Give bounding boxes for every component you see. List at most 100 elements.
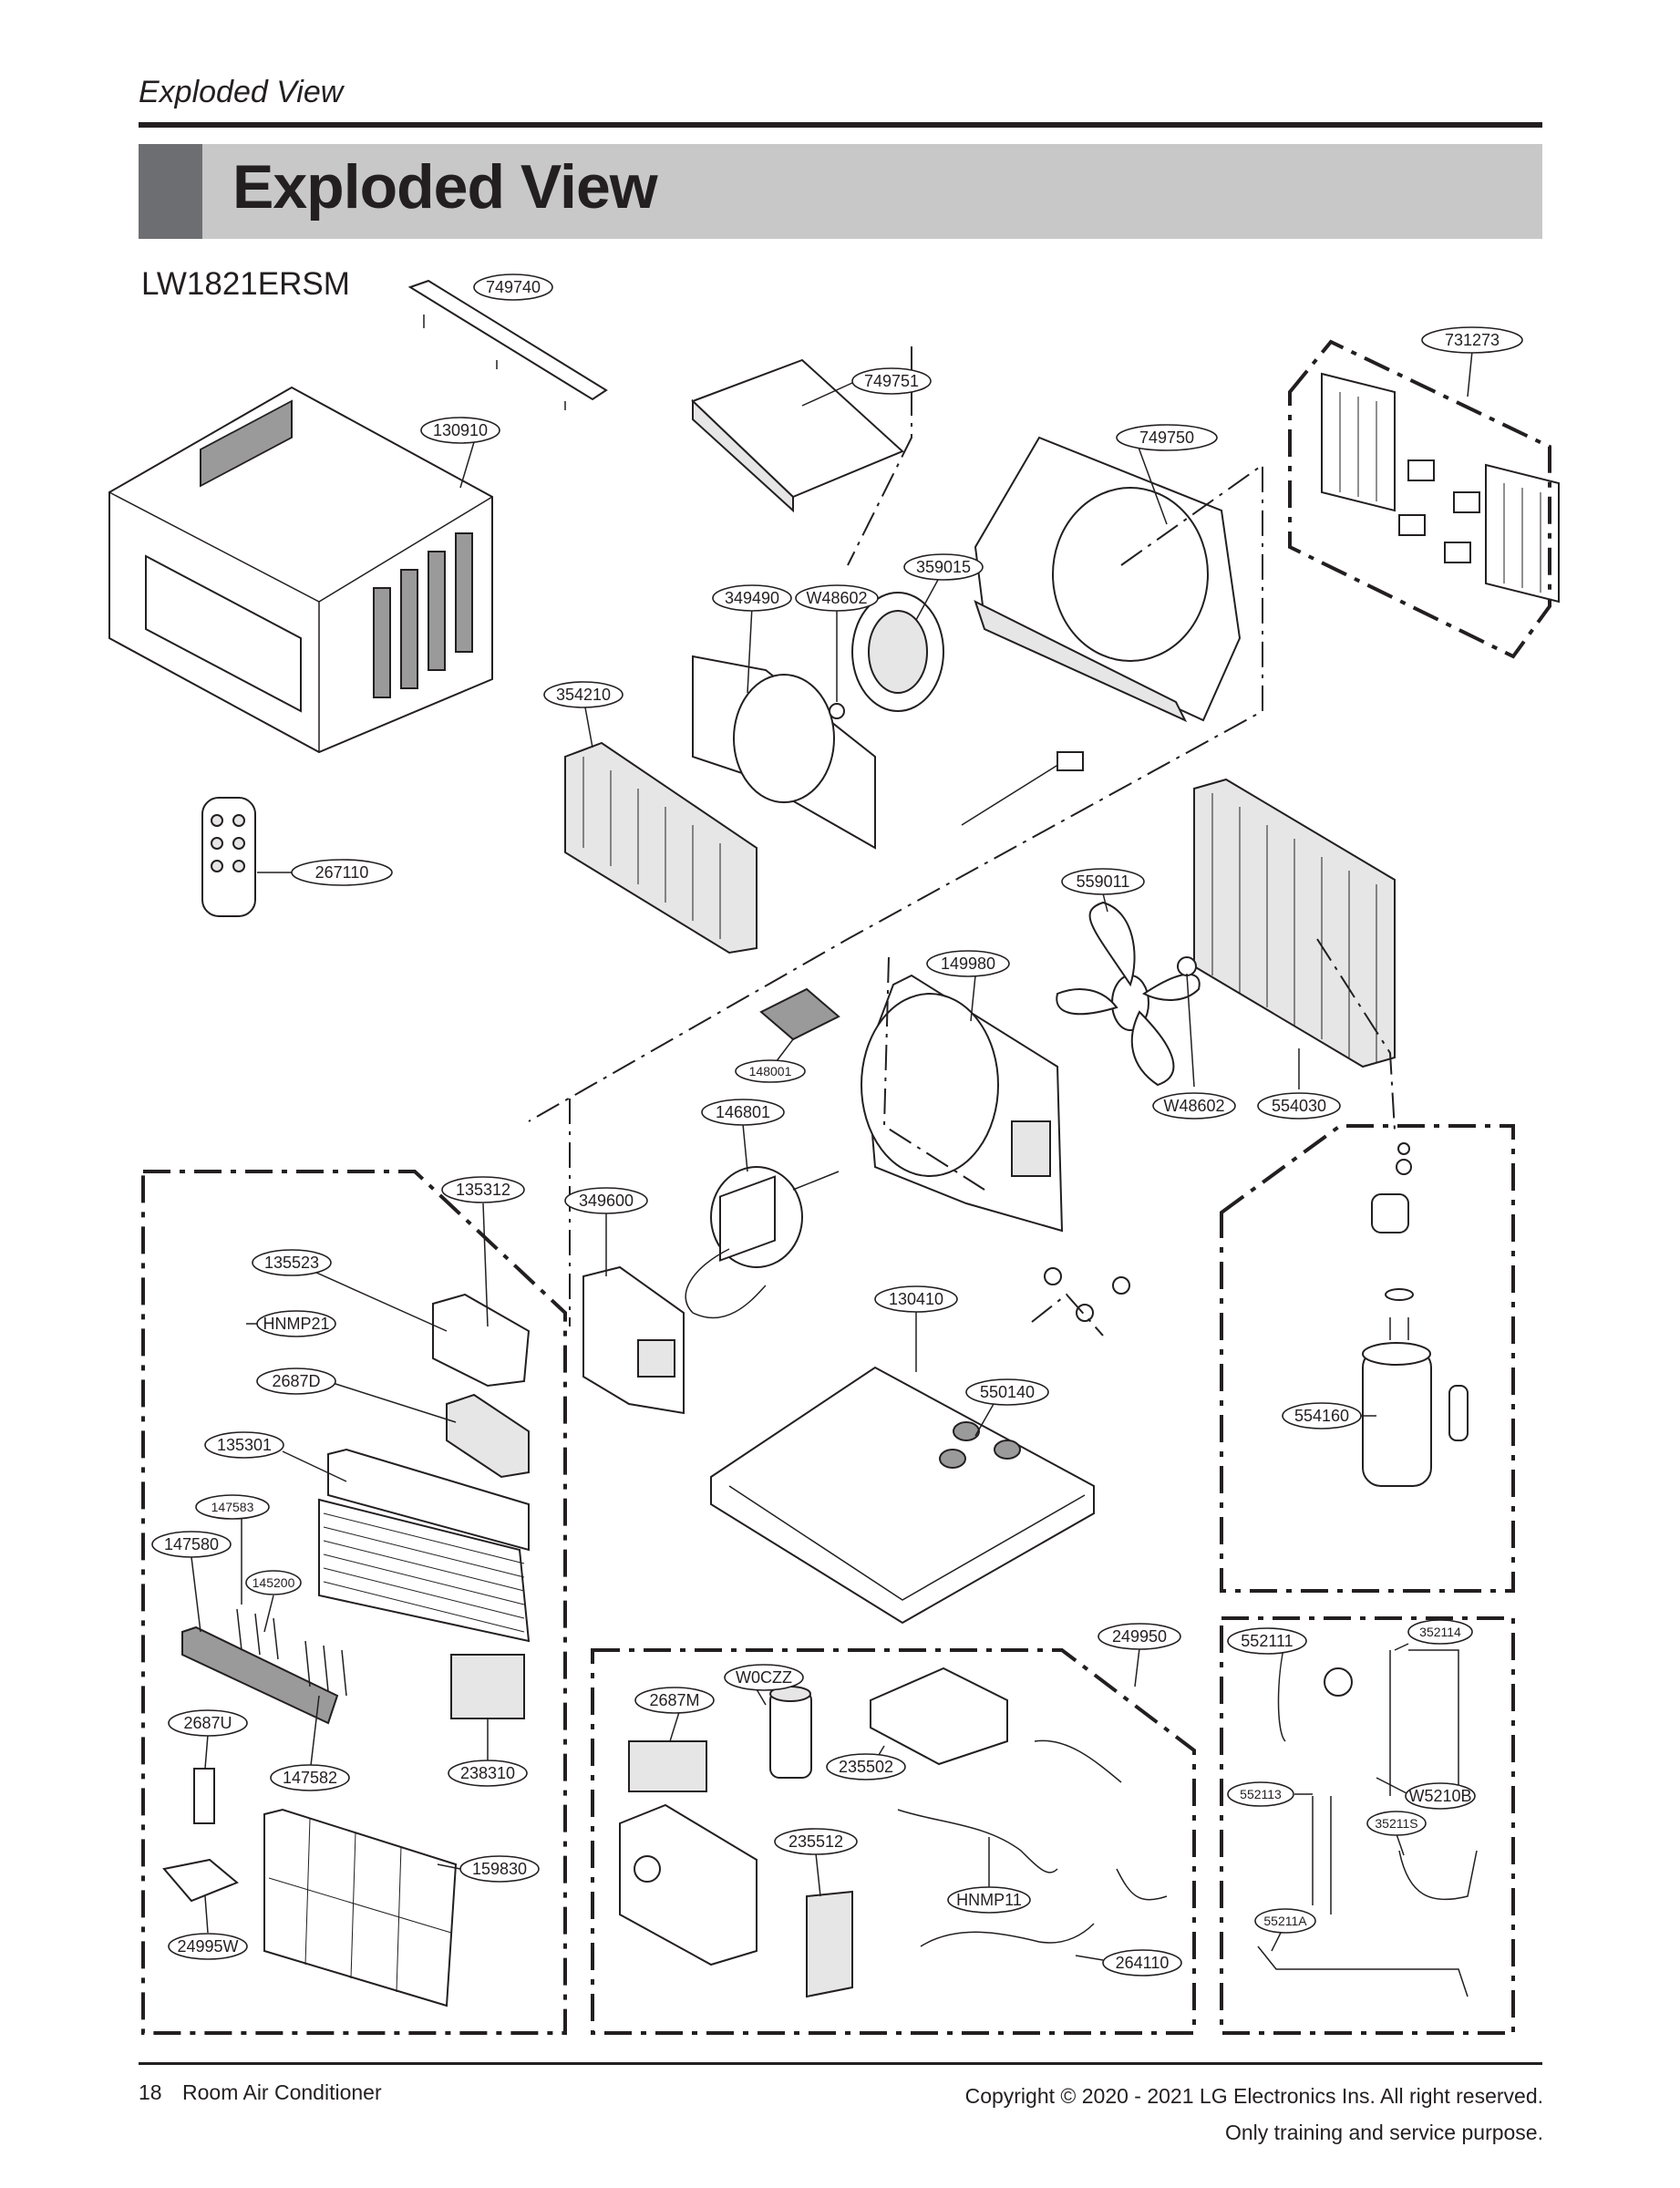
callout-w48602-lower: W48602 <box>1152 1092 1236 1120</box>
electrical-group-box <box>591 1648 1196 2035</box>
callout-349490: 349490 <box>712 584 792 612</box>
callout-w5210b-text: W5210B <box>1408 1787 1471 1805</box>
callout-2687d: 2687D <box>256 1368 336 1395</box>
assembly-guide-lines <box>528 339 1551 1337</box>
callout-267110-text: 267110 <box>315 863 369 882</box>
callout-352114-text: 352114 <box>1419 1625 1461 1639</box>
callout-135523: 135523 <box>252 1249 332 1276</box>
callout-264110: 264110 <box>1102 1949 1182 1976</box>
propeller-fan <box>1056 901 1201 1087</box>
callout-146801: 146801 <box>701 1099 785 1126</box>
callout-147582: 147582 <box>270 1764 350 1791</box>
callout-147583-text: 147583 <box>211 1500 254 1514</box>
compressor-group-box <box>1220 1124 1515 1593</box>
running-head-title: Exploded View <box>139 75 344 109</box>
callout-552113: 552113 <box>1227 1781 1294 1807</box>
callout-554030: 554030 <box>1257 1092 1341 1120</box>
copyright-notice: Copyright © 2020 - 2021 LG Electronics I… <box>964 2084 1543 2108</box>
callout-55211a: 55211A <box>1254 1908 1316 1934</box>
parts-artwork <box>108 279 1560 2007</box>
title-banner-tab <box>139 144 202 239</box>
callout-24995w: 24995W <box>168 1933 248 1960</box>
control-group-box <box>141 1170 567 2035</box>
callout-w48602-upper: W48602 <box>795 584 879 612</box>
callout-2687m: 2687M <box>634 1687 715 1714</box>
callout-550140: 550140 <box>965 1378 1049 1406</box>
callout-554160: 554160 <box>1282 1402 1362 1429</box>
callout-552111: 552111 <box>1227 1627 1307 1655</box>
callout-2687u-text: 2687U <box>183 1714 232 1732</box>
callout-147580: 147580 <box>151 1531 232 1558</box>
callout-359015-text: 359015 <box>916 558 971 576</box>
callout-235512: 235512 <box>774 1828 858 1855</box>
callout-135301-text: 135301 <box>217 1436 272 1454</box>
callout-749751: 749751 <box>851 367 932 395</box>
callout-354210: 354210 <box>543 681 624 708</box>
callout-352114: 352114 <box>1407 1619 1473 1645</box>
callout-559011: 559011 <box>1061 868 1145 895</box>
callout-731273: 731273 <box>1421 326 1523 354</box>
callout-349490-text: 349490 <box>725 589 779 607</box>
callout-149980-text: 149980 <box>941 955 995 973</box>
callout-hnmp21-text: HNMP21 <box>263 1315 329 1333</box>
callout-267110: 267110 <box>291 859 393 886</box>
callout-145200-text: 145200 <box>253 1575 295 1590</box>
callout-w48602-lower-text: W48602 <box>1163 1097 1224 1115</box>
callout-148001-text: 148001 <box>749 1064 792 1079</box>
piping-group-box <box>1220 1616 1515 2035</box>
page-number: 18 <box>139 2080 162 2104</box>
callout-238310: 238310 <box>448 1760 528 1787</box>
callout-749740: 749740 <box>473 274 553 301</box>
callout-130410-text: 130410 <box>889 1290 943 1308</box>
callout-147582-text: 147582 <box>283 1769 337 1787</box>
callout-hnmp11-text: HNMP11 <box>956 1891 1022 1909</box>
callout-w0czz: W0CZZ <box>724 1664 804 1691</box>
callout-148001: 148001 <box>735 1059 806 1083</box>
callout-2687m-text: 2687M <box>649 1691 699 1709</box>
header-rule <box>139 122 1542 128</box>
callout-145200: 145200 <box>245 1570 302 1595</box>
callout-135301: 135301 <box>204 1431 284 1459</box>
callout-24995w-text: 24995W <box>177 1937 238 1956</box>
callout-559011-text: 559011 <box>1077 872 1130 891</box>
callout-hnmp11: HNMP11 <box>947 1886 1031 1914</box>
callout-w5210b: W5210B <box>1405 1782 1476 1810</box>
callout-552111-text: 552111 <box>1241 1632 1293 1650</box>
callout-w0czz-text: W0CZZ <box>736 1668 792 1687</box>
callout-135312-text: 135312 <box>456 1181 510 1199</box>
callout-550140-text: 550140 <box>980 1383 1035 1401</box>
callout-749750: 749750 <box>1116 424 1218 451</box>
callout-749751-text: 749751 <box>864 372 919 390</box>
callout-749750-text: 749750 <box>1139 428 1194 447</box>
callout-235502: 235502 <box>826 1753 906 1780</box>
callout-249950-text: 249950 <box>1112 1627 1167 1646</box>
callout-55211a-text: 55211A <box>1263 1914 1307 1928</box>
callout-359015: 359015 <box>903 553 984 581</box>
callout-147580-text: 147580 <box>164 1535 219 1553</box>
callout-235512-text: 235512 <box>788 1832 843 1851</box>
usage-notice: Only training and service purpose. <box>1224 2121 1543 2144</box>
callout-2687u: 2687U <box>168 1709 248 1737</box>
callout-147583: 147583 <box>195 1494 270 1520</box>
callout-35211s-text: 35211S <box>1375 1816 1417 1831</box>
callout-349600: 349600 <box>564 1187 648 1214</box>
callout-130910-text: 130910 <box>433 421 488 439</box>
callout-349600-text: 349600 <box>579 1192 634 1210</box>
callout-w48602-upper-text: W48602 <box>806 589 867 607</box>
callout-731273-text: 731273 <box>1445 331 1500 349</box>
callout-146801-text: 146801 <box>716 1103 770 1121</box>
callout-554160-text: 554160 <box>1294 1407 1349 1425</box>
callout-159830-text: 159830 <box>472 1860 527 1878</box>
callout-749740-text: 749740 <box>486 278 541 296</box>
callout-554030-text: 554030 <box>1272 1097 1326 1115</box>
title-banner <box>139 144 1542 239</box>
model-number: LW1821ERSM <box>141 266 350 302</box>
callout-130410: 130410 <box>874 1285 958 1313</box>
callout-2687d-text: 2687D <box>272 1372 320 1390</box>
footer-rule <box>139 2062 1542 2065</box>
page-title: Exploded View <box>232 152 658 222</box>
callout-135312: 135312 <box>441 1176 525 1203</box>
callout-35211s: 35211S <box>1366 1811 1427 1836</box>
footer-section-title: Room Air Conditioner <box>182 2080 382 2104</box>
